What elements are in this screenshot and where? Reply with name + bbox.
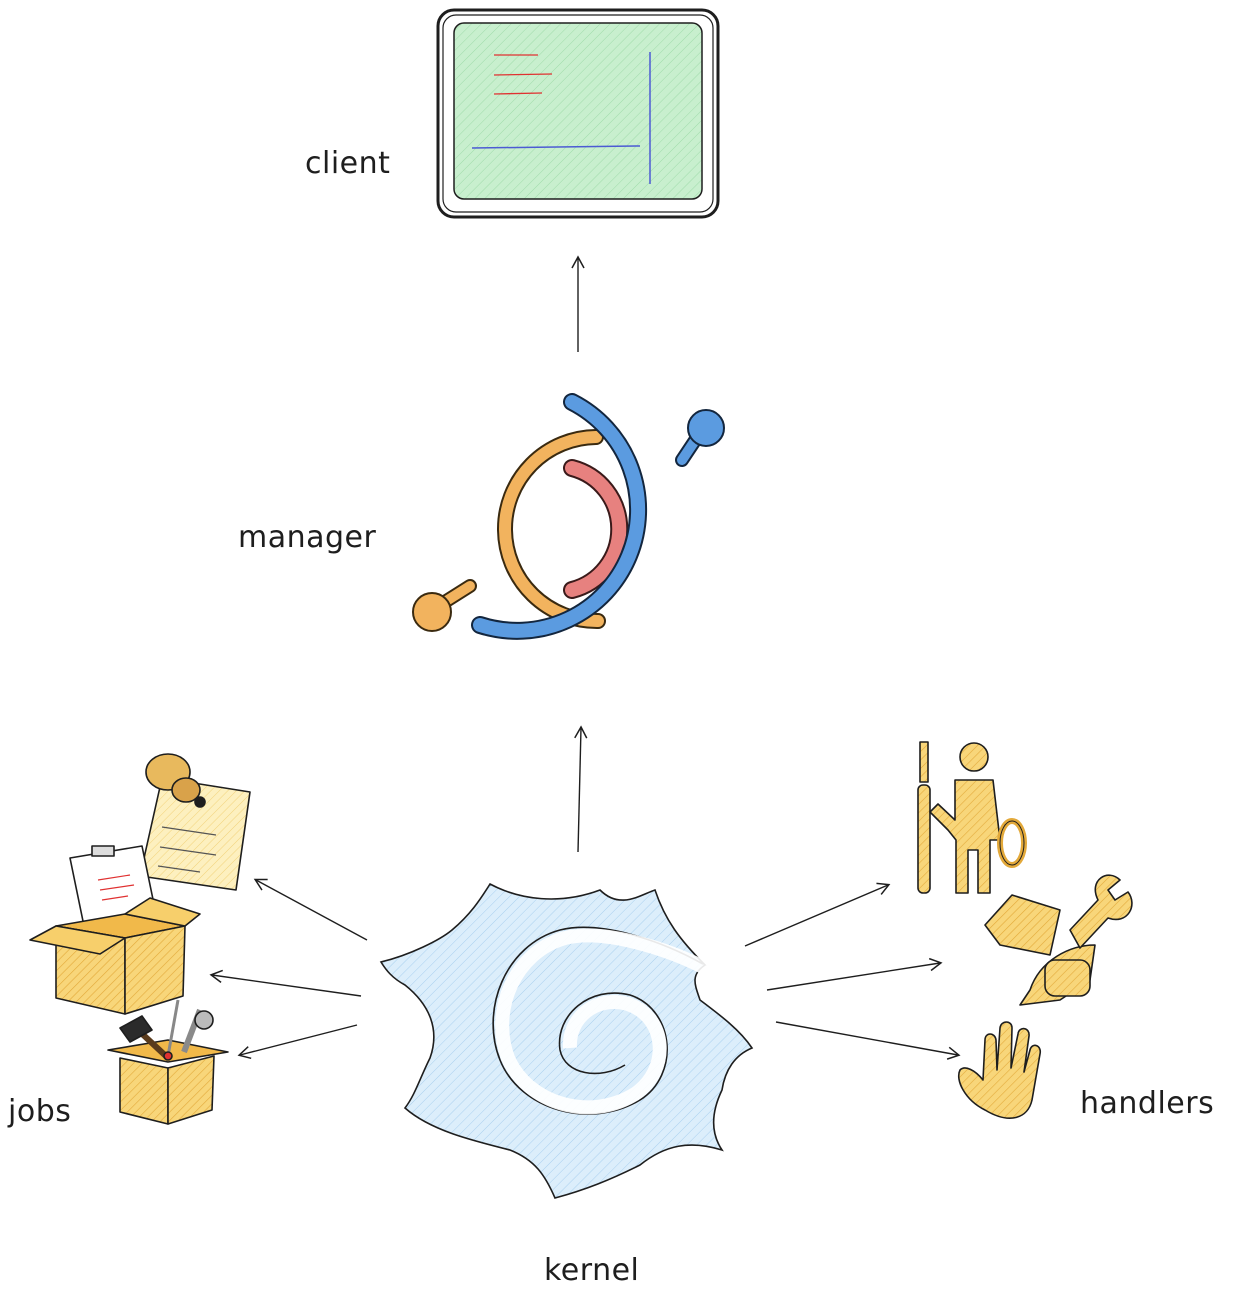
label-client: client xyxy=(305,146,391,181)
arrow-kernel-to-handlers-1 xyxy=(744,882,891,947)
arrow-kernel-to-handlers-2 xyxy=(766,957,943,991)
handlers-figures-icon xyxy=(917,741,1133,1119)
arrow-kernel-to-jobs-1 xyxy=(253,878,368,941)
label-manager: manager xyxy=(238,520,377,555)
label-kernel: kernel xyxy=(544,1253,640,1288)
arrow-kernel-to-handlers-3 xyxy=(775,1021,961,1060)
label-handlers: handlers xyxy=(1080,1086,1215,1121)
jobs-boxes-icon xyxy=(29,753,251,1125)
monitor-icon xyxy=(436,8,720,219)
label-jobs: jobs xyxy=(8,1094,72,1129)
kernel-spiral-icon xyxy=(379,882,754,1199)
arrow-kernel-to-jobs-3 xyxy=(237,1024,358,1060)
manager-logo-icon xyxy=(412,393,725,640)
arrow-kernel-to-jobs-2 xyxy=(209,969,362,997)
arrow-kernel-to-manager xyxy=(574,725,588,853)
